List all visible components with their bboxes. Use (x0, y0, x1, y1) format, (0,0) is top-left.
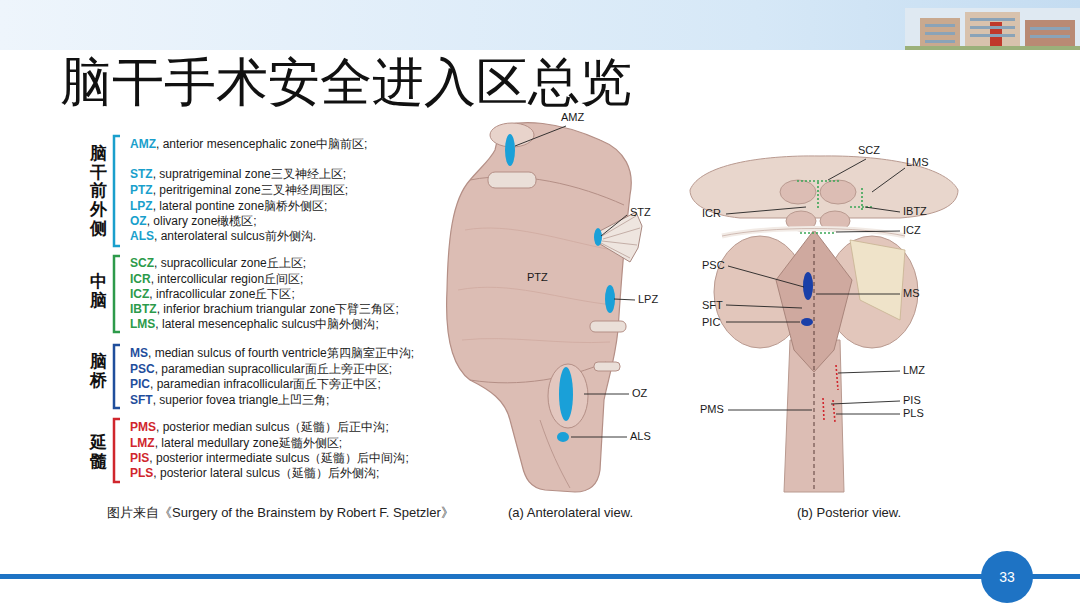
zone-abbreviation: ALS (130, 229, 154, 244)
figure-caption: (b) Posterior view. (797, 505, 901, 521)
zone-row: AMZ, anterior mesencephalic zone中脑前区; (130, 137, 367, 152)
zone-abbreviation: SFT (130, 393, 153, 408)
zone-abbreviation: PMS (130, 420, 156, 435)
group-brackets (114, 136, 120, 482)
zone-abbreviation: ICZ (130, 287, 149, 302)
leader-lines (515, 126, 635, 437)
zone-callout: AMZ (561, 111, 584, 124)
zone-abbreviation: ICR (130, 272, 151, 287)
zone-description: , supracollicular zone丘上区; (154, 256, 306, 271)
zone-callout: ICR (702, 207, 721, 220)
zone-row: PLS, posterior lateral sulcus（延髓）后外侧沟; (130, 466, 379, 481)
zone-callout: OZ (632, 387, 647, 400)
zone-abbreviation: MS (130, 346, 148, 361)
zone-callout: STZ (630, 206, 651, 219)
zone-row: PIC, paramedian infracollicular面丘下旁正中区; (130, 377, 381, 392)
zone-callout: MS (903, 287, 920, 300)
zone-row: ICR, intercollicular region丘间区; (130, 272, 303, 287)
zone-description: , anterolateral sulcus前外侧沟. (154, 229, 316, 244)
zone-row: LPZ, lateral pontine zone脑桥外侧区; (130, 199, 327, 214)
zone-description: , lateral pontine zone脑桥外侧区; (153, 199, 328, 214)
group-label: 延髓 (90, 434, 107, 471)
zone-abbreviation: SCZ (130, 256, 154, 271)
zone-description: , posterior intermediate sulcus（延髓）后中间沟; (149, 451, 408, 466)
zone-abbreviation: IBTZ (130, 302, 157, 317)
zone-callout: LMZ (903, 364, 925, 377)
zone-description: , superior fovea triangle上凹三角; (153, 393, 330, 408)
zone-abbreviation: PSC (130, 362, 155, 377)
zone-callout: LPZ (638, 293, 658, 306)
zone-row: MS, median sulcus of fourth ventricle第四脑… (130, 346, 414, 361)
footer-bar (0, 574, 1080, 579)
zone-description: , peritrigeminal zone三叉神经周围区; (153, 183, 348, 198)
zone-abbreviation: LMS (130, 317, 155, 332)
zone-row: IBTZ, inferior brachium triangular zone下… (130, 302, 399, 317)
zone-description: , lateral mesencephalic sulcus中脑外侧沟; (155, 317, 378, 332)
page-number-circle: 33 (981, 551, 1033, 603)
zone-abbreviation: LMZ (130, 436, 155, 451)
zone-callout: PIS (903, 394, 921, 407)
source-note: 图片来自《Surgery of the Brainstem by Robert … (107, 505, 454, 521)
zone-description: , anterior mesencephalic zone中脑前区; (156, 137, 367, 152)
header-band (0, 0, 1080, 50)
slide-title: 脑干手术安全进入区总览 (60, 54, 632, 111)
zone-callout: PTZ (527, 271, 548, 284)
group-label: 脑干前外侧 (90, 145, 107, 238)
zone-abbreviation: STZ (130, 167, 153, 182)
zone-description: , paramedian infracollicular面丘下旁正中区; (150, 377, 381, 392)
zone-abbreviation: OZ (130, 214, 147, 229)
zone-abbreviation: PIS (130, 451, 149, 466)
zone-description: , lateral medullary zone延髓外侧区; (155, 436, 342, 451)
zone-description: , supratrigeminal zone三叉神经上区; (153, 167, 346, 182)
zone-row: PSC, paramedian supracollicular面丘上旁正中区; (130, 362, 392, 377)
zone-abbreviation: PLS (130, 466, 153, 481)
zone-callout: IBTZ (903, 205, 927, 218)
zone-row: LMS, lateral mesencephalic sulcus中脑外侧沟; (130, 317, 379, 332)
hospital-photo (905, 8, 1080, 50)
brainstem-posterior (690, 156, 958, 492)
zone-row: PTZ, peritrigeminal zone三叉神经周围区; (130, 183, 348, 198)
page-number: 33 (999, 569, 1015, 585)
brainstem-anterolateral (447, 123, 642, 492)
figure-caption: (a) Anterolateral view. (508, 505, 633, 521)
zone-abbreviation: PTZ (130, 183, 153, 198)
zone-callout: SCZ (858, 144, 880, 157)
zone-row: ALS, anterolateral sulcus前外侧沟. (130, 229, 316, 244)
zone-description: , olivary zone橄榄区; (147, 214, 257, 229)
zone-row: PMS, posterior median sulcus（延髓）后正中沟; (130, 420, 389, 435)
group-label: 中脑 (90, 273, 107, 310)
zone-callout: LMS (906, 156, 929, 169)
zone-callout: PLS (903, 407, 924, 420)
zone-abbreviation: PIC (130, 377, 150, 392)
zone-row: SFT, superior fovea triangle上凹三角; (130, 393, 329, 408)
group-label: 脑桥 (90, 353, 107, 390)
zone-description: , intercollicular region丘间区; (151, 272, 304, 287)
zone-row: PIS, posterior intermediate sulcus（延髓）后中… (130, 451, 409, 466)
zone-row: STZ, supratrigeminal zone三叉神经上区; (130, 167, 346, 182)
zone-description: , median sulcus of fourth ventricle第四脑室正… (148, 346, 414, 361)
zone-description: , inferior brachium triangular zone下臂三角区… (157, 302, 399, 317)
zone-callout: SFT (702, 299, 723, 312)
zone-description: , infracollicular zone丘下区; (149, 287, 294, 302)
zone-abbreviation: LPZ (130, 199, 153, 214)
zone-row: SCZ, supracollicular zone丘上区; (130, 256, 306, 271)
zone-callout: ICZ (903, 224, 921, 237)
zone-callout: PMS (700, 403, 724, 416)
zone-description: , posterior lateral sulcus（延髓）后外侧沟; (153, 466, 379, 481)
zone-callout: PSC (702, 259, 725, 272)
zone-description: , paramedian supracollicular面丘上旁正中区; (155, 362, 392, 377)
zone-abbreviation: AMZ (130, 137, 156, 152)
zone-row: OZ, olivary zone橄榄区; (130, 214, 257, 229)
zone-row: ICZ, infracollicular zone丘下区; (130, 287, 295, 302)
leader-lines (726, 159, 905, 414)
zone-callout: ALS (630, 430, 651, 443)
zone-row: LMZ, lateral medullary zone延髓外侧区; (130, 436, 342, 451)
zone-description: , posterior median sulcus（延髓）后正中沟; (156, 420, 389, 435)
zone-callout: PIC (702, 316, 720, 329)
